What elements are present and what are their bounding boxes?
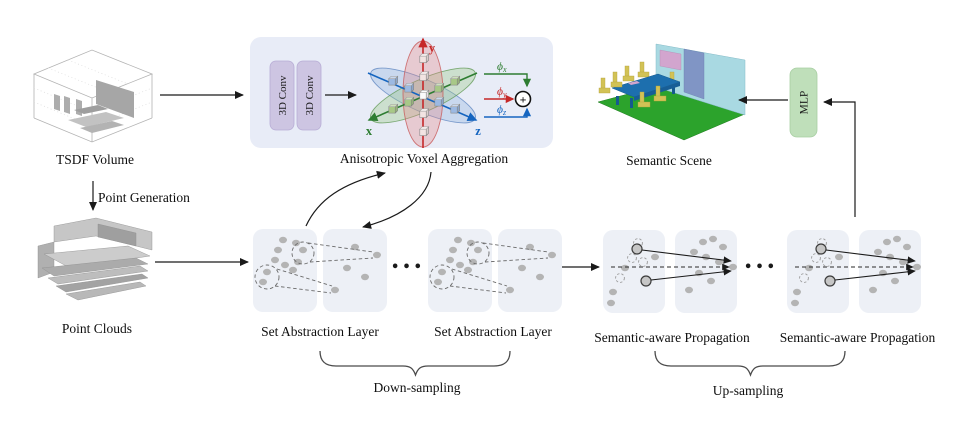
down-sampling-label: Down-sampling: [373, 380, 461, 395]
arrow-propagation-to-mlp: [823, 97, 856, 217]
up-sampling-brace: [654, 350, 846, 377]
phi-z-wire: [484, 107, 532, 118]
up-sampling-label: Up-sampling: [712, 383, 784, 398]
down-sampling-brace: [319, 350, 511, 377]
semantic-propagation-1: [603, 230, 737, 313]
phi-z-label: ϕz: [497, 104, 507, 117]
axis-label-y: y: [429, 41, 436, 55]
propagation-1-label: Semantic-aware Propagation: [594, 330, 750, 345]
tsdf-volume-illustration: [32, 49, 154, 143]
ava-label: Anisotropic Voxel Aggregation: [339, 151, 509, 166]
set-abstraction-layer-2: [427, 228, 563, 313]
tsdf-volume-label: TSDF Volume: [56, 152, 134, 167]
conv-block-2-label: 3D Conv: [304, 75, 316, 116]
set-abstraction-layer-1: [252, 228, 388, 313]
phi-y-label: ϕy: [497, 86, 507, 99]
point-clouds-label: Point Clouds: [61, 321, 133, 336]
ellipsis-upsampling: •••: [744, 260, 778, 275]
phi-x-wire: [484, 73, 532, 88]
axis-aggregation-diagram: x y z: [366, 37, 481, 148]
sum-plus-icon: +: [520, 92, 527, 106]
semantic-scene-label: Semantic Scene: [626, 153, 712, 168]
ellipsis-downsampling: •••: [391, 260, 425, 275]
axis-label-x: x: [366, 124, 373, 138]
curved-arrow-sa-to-ava: [305, 170, 386, 227]
semantic-scene-illustration: [597, 43, 746, 141]
axis-label-z: z: [475, 124, 481, 138]
point-generation-label: Point Generation: [98, 190, 190, 205]
sa-layer-2-label: Set Abstraction Layer: [434, 324, 552, 339]
phi-aggregation: ϕx ϕy ϕz +: [484, 61, 532, 118]
conv-block-1: 3D Conv: [269, 60, 295, 131]
sa-layer-1-label: Set Abstraction Layer: [261, 324, 379, 339]
sum-node: [514, 90, 532, 108]
conv-block-2: 3D Conv: [296, 60, 322, 131]
propagation-2-label: Semantic-aware Propagation: [779, 330, 936, 345]
point-clouds-illustration: [37, 217, 153, 301]
curved-arrow-ava-to-sa: [362, 171, 432, 229]
mlp-label: MLP: [798, 91, 810, 115]
mlp-block: MLP: [789, 67, 818, 138]
conv-block-1-label: 3D Conv: [277, 75, 289, 116]
semantic-propagation-2: [787, 230, 921, 313]
phi-x-label: ϕx: [497, 61, 507, 74]
